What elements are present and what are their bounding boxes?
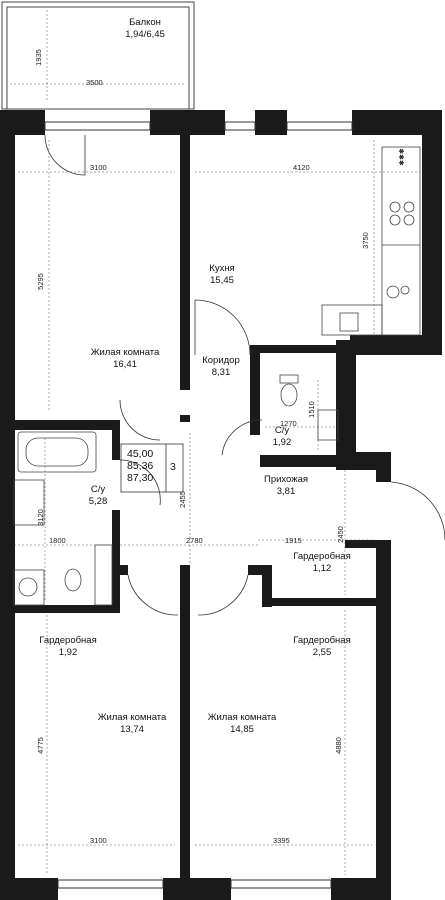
room-name: Гардеробная (293, 635, 351, 646)
dimension-lines (10, 10, 420, 875)
total-area-balcony: 87,30 (127, 472, 154, 484)
room-area: 8,31 (211, 367, 231, 378)
rooms-count: 3 (170, 461, 176, 473)
dim-hall-height: 2450 (335, 526, 345, 543)
dim-living3-height: 4880 (333, 737, 343, 754)
room-area: 1,12 (312, 563, 332, 574)
summary-values: 45,00 85,36 87,30 (127, 448, 167, 484)
dim-bath-height: 3120 (35, 509, 45, 526)
room-name: С/у (90, 484, 106, 495)
room-area: 13,74 (120, 724, 144, 735)
living-area: 45,00 (127, 448, 154, 460)
dim-wc-height: 1510 (306, 401, 316, 418)
room-wc-small: С/у 1,92 (264, 425, 300, 449)
dim-kitchen-height: 3750 (360, 232, 370, 249)
dim-living1-width: 3100 (90, 163, 107, 172)
balcony-outline (1, 1, 195, 110)
summary-box (120, 443, 184, 493)
room-area: 14,85 (230, 724, 254, 735)
room-bath: С/у 5,28 (80, 484, 116, 508)
dim-living1-height: 5295 (35, 273, 45, 290)
room-name: Гардеробная (39, 635, 97, 646)
total-area: 85,36 (127, 460, 154, 472)
room-hall: Прихожая 3,81 (258, 474, 314, 498)
room-name: Жилая комната (207, 712, 277, 723)
room-corridor: Коридор 8,31 (196, 355, 246, 379)
room-wardrobe-1: Гардеробная 1,12 (286, 551, 358, 575)
dim-balcony-width: 3500 (86, 78, 103, 87)
room-living-3: Жилая комната 14,85 (200, 712, 284, 736)
room-name: Гардеробная (293, 551, 351, 562)
dim-bath-width: 1800 (49, 536, 66, 545)
windows (44, 121, 353, 889)
dim-corridor-height: 2455 (177, 491, 187, 508)
room-balcony: Балкон 1,94/6,45 (110, 17, 180, 41)
room-name: Жилая комната (90, 347, 160, 358)
stove-marks: ✱✱✱ (398, 148, 406, 166)
dim-living2-width: 3100 (90, 836, 107, 845)
room-living-2: Жилая комната 13,74 (90, 712, 174, 736)
room-name: Прихожая (263, 474, 309, 485)
room-area: 15,45 (210, 275, 234, 286)
room-name: С/у (274, 425, 290, 436)
room-area: 1,94/6,45 (125, 29, 165, 40)
room-name: Жилая комната (97, 712, 167, 723)
room-kitchen: Кухня 15,45 (197, 263, 247, 287)
bath-fixtures (13, 374, 339, 606)
room-living-1: Жилая комната 16,41 (70, 347, 180, 371)
interior-walls (10, 135, 385, 880)
room-name: Коридор (202, 355, 240, 366)
dim-corridor-width: 2780 (186, 536, 203, 545)
room-area: 1,92 (58, 647, 78, 658)
room-name: Кухня (209, 263, 235, 274)
room-wardrobe-3: Гардеробная 2,55 (286, 635, 358, 659)
dim-living3-width: 3395 (273, 836, 290, 845)
room-area: 1,92 (272, 437, 292, 448)
room-area: 2,55 (312, 647, 332, 658)
dim-wc-width: 1270 (280, 419, 297, 428)
room-name: Балкон (129, 17, 161, 28)
dim-balcony-height: 1935 (33, 49, 43, 66)
dim-hall-width: 1915 (285, 536, 302, 545)
room-wardrobe-2: Гардеробная 1,92 (32, 635, 104, 659)
room-area: 3,81 (276, 486, 296, 497)
dim-kitchen-width: 4120 (293, 163, 310, 172)
room-area: 5,28 (88, 496, 108, 507)
exterior-walls (0, 110, 442, 900)
dim-living2-height: 4775 (35, 737, 45, 754)
room-area: 16,41 (113, 359, 137, 370)
doors (44, 134, 445, 616)
kitchen-fixtures (321, 146, 421, 336)
